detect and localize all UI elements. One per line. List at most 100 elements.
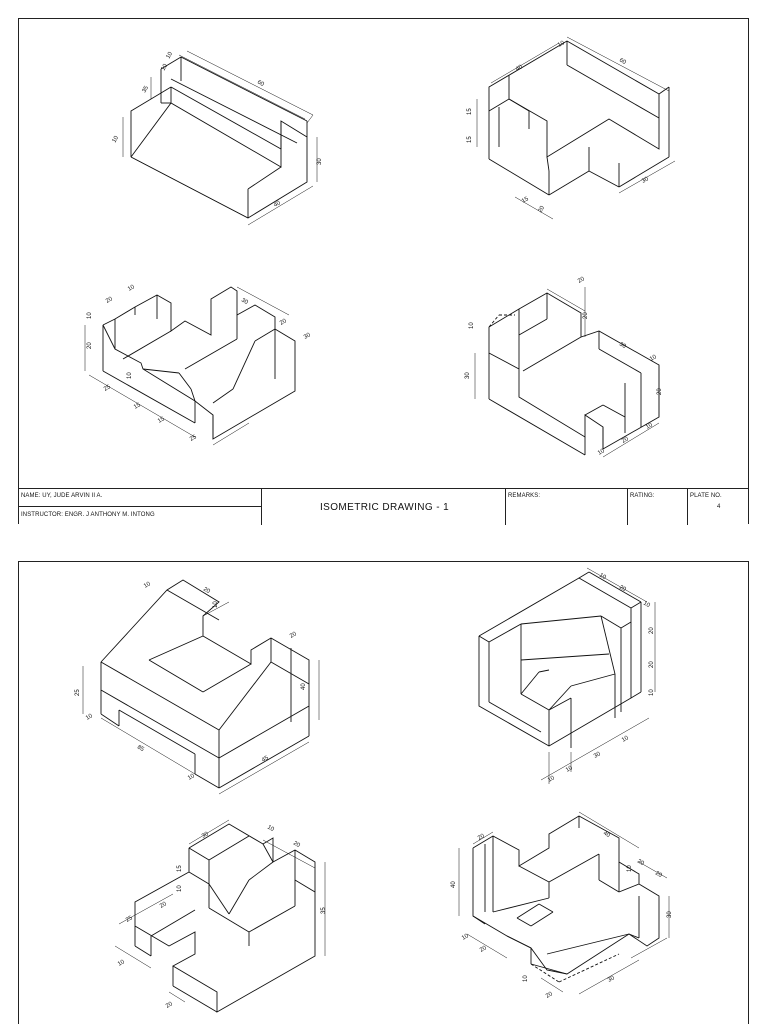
drawing-title: ISOMETRIC DRAWING - 1: [320, 502, 450, 513]
student-name: NAME: UY, JUDE ARVIN II A.: [21, 493, 103, 499]
fig6-dim-g: 10: [547, 775, 556, 784]
fig4-dim-i: 20: [621, 436, 630, 445]
fig4-dim-b: 10: [469, 322, 475, 329]
fig7-dim-h: 20: [159, 901, 168, 910]
fig7-dim-e: 10: [177, 885, 183, 892]
fig8-dim-d: 10: [627, 865, 633, 872]
fig3-dim-l: 25: [189, 434, 198, 443]
fig8-dim-e: 20: [654, 871, 663, 880]
fig1-dim-b: 10: [161, 63, 170, 72]
name-cell: NAME: UY, JUDE ARVIN II A.: [19, 488, 262, 506]
remarks-label: REMARKS:: [508, 493, 541, 499]
fig7-dim-g: 25: [125, 915, 134, 924]
fig7-dim-i: 10: [117, 959, 126, 968]
fig8-dim-h: 10: [461, 933, 470, 942]
title-block: NAME: UY, JUDE ARVIN II A. INSTRUCTOR: E…: [19, 488, 748, 525]
fig3-dim-j: 15: [133, 402, 142, 411]
drawing-sheet-2: 10 20 10 20 25 40 10 85 10 45: [18, 561, 749, 1024]
fig4-dim-e: 30: [618, 342, 627, 351]
isometric-figure-7: 30 10 20 15 10 35 25 20 10 20: [114, 819, 327, 1013]
fig3-dim-a: 10: [87, 312, 93, 319]
isometric-figure-4: 20 10 20 30 30 10 20 10 20 10: [465, 276, 663, 458]
fig2-dim-d: 15: [467, 108, 473, 115]
rating-label: RATING:: [630, 493, 655, 499]
fig4-dim-h: 10: [645, 422, 654, 431]
fig1-dim-a: 10: [166, 51, 175, 60]
fig5-dim-i: 10: [187, 773, 196, 782]
fig6-dim-d: 20: [649, 627, 655, 634]
sheet-1-drawing-area: 10 10 35 60 10 30 40: [84, 36, 676, 458]
fig1-dim-c: 35: [142, 85, 151, 94]
fig8-dim-c: 20: [636, 859, 645, 868]
fig2-dim-b: 40: [515, 64, 524, 73]
fig5-dim-j: 45: [261, 755, 270, 764]
plate-number: 4: [717, 504, 721, 510]
fig3-dim-i: 25: [103, 384, 112, 393]
fig8-dim-b: 40: [451, 881, 457, 888]
fig5-dim-d: 20: [289, 631, 298, 640]
isometric-figure-6: 10 20 10 20 20 10 10 10 30 10: [478, 567, 656, 784]
fig1-dim-e: 10: [112, 135, 121, 144]
fig3-dim-k: 15: [157, 416, 166, 425]
fig2-dim-c: 60: [618, 58, 627, 67]
fig8-dim-i: 20: [479, 945, 488, 954]
fig2-dim-a: 10: [557, 40, 566, 49]
fig5-dim-c: 10: [213, 601, 219, 608]
fig7-dim-a: 30: [201, 831, 210, 840]
fig5-dim-h: 85: [136, 745, 145, 754]
fig4-dim-f: 10: [649, 354, 658, 363]
fig8-dim-f: 40: [602, 831, 611, 840]
fig2-dim-e: 15: [467, 136, 473, 143]
plate-label: PLATE NO.: [690, 493, 722, 499]
fig3-dim-b: 20: [105, 296, 114, 305]
fig6-dim-e: 20: [649, 661, 655, 668]
fig4-dim-g: 20: [657, 388, 663, 395]
fig3-dim-e: 30: [240, 298, 249, 307]
fig5-dim-e: 25: [75, 689, 81, 696]
fig3-dim-f: 20: [279, 318, 288, 327]
fig3-dim-g: 30: [303, 332, 312, 341]
fig5-dim-a: 10: [143, 581, 152, 590]
fig7-dim-b: 10: [266, 825, 275, 834]
fig2-dim-f: 30: [641, 176, 650, 185]
fig2-dim-g: 15: [521, 196, 530, 205]
isometric-figure-5: 10 20 10 20 25 40 10 85 10 45: [75, 579, 320, 795]
isometric-figure-8: 20 40 20 10 20 40 30 10 20 10 20 30: [451, 811, 673, 1000]
isometric-figure-3: 10 20 10 20 30 20 30 10 25 15 15 25: [84, 284, 312, 446]
fig5-dim-b: 20: [202, 587, 211, 596]
plate-cell: PLATE NO. 4: [688, 488, 748, 525]
fig3-dim-c: 10: [127, 284, 136, 293]
fig3-dim-d: 20: [87, 342, 93, 349]
rating-cell: RATING:: [628, 488, 688, 525]
fig7-dim-j: 20: [165, 1001, 174, 1010]
fig7-dim-c: 20: [292, 841, 301, 850]
fig8-dim-l: 30: [607, 975, 616, 984]
fig6-dim-a: 10: [598, 573, 607, 582]
sheet-2-drawing-area: 10 20 10 20 25 40 10 85 10 45: [75, 567, 673, 1013]
title-cell: ISOMETRIC DRAWING - 1: [262, 488, 506, 525]
fig6-dim-j: 10: [621, 735, 630, 744]
fig4-dim-d: 30: [465, 372, 471, 379]
fig8-dim-j: 10: [523, 975, 529, 982]
fig8-dim-g: 30: [667, 911, 673, 918]
fig1-dim-f: 30: [317, 158, 323, 165]
fig4-dim-c: 20: [583, 312, 589, 319]
fig6-dim-i: 30: [593, 751, 602, 760]
fig6-dim-f: 10: [649, 689, 655, 696]
fig3-dim-h: 10: [127, 372, 133, 379]
fig8-dim-k: 20: [545, 991, 554, 1000]
fig6-dim-h: 10: [565, 765, 574, 774]
fig5-dim-f: 40: [301, 683, 307, 690]
fig2-dim-h: 20: [538, 205, 547, 214]
fig7-dim-d: 15: [177, 865, 183, 872]
fig4-dim-j: 10: [597, 448, 606, 457]
remarks-cell: REMARKS:: [506, 488, 628, 525]
fig1-dim-g: 40: [273, 200, 282, 209]
fig4-dim-a: 20: [577, 276, 586, 285]
fig7-dim-f: 35: [321, 907, 327, 914]
drawing-sheet-1: 10 10 35 60 10 30 40: [18, 18, 749, 525]
isometric-figure-1: 10 10 35 60 10 30 40: [112, 51, 323, 226]
instructor-name: INSTRUCTOR: ENGR. J ANTHONY M. INTONG: [21, 512, 155, 518]
fig1-dim-d: 60: [256, 80, 265, 89]
instructor-cell: INSTRUCTOR: ENGR. J ANTHONY M. INTONG: [19, 506, 262, 525]
